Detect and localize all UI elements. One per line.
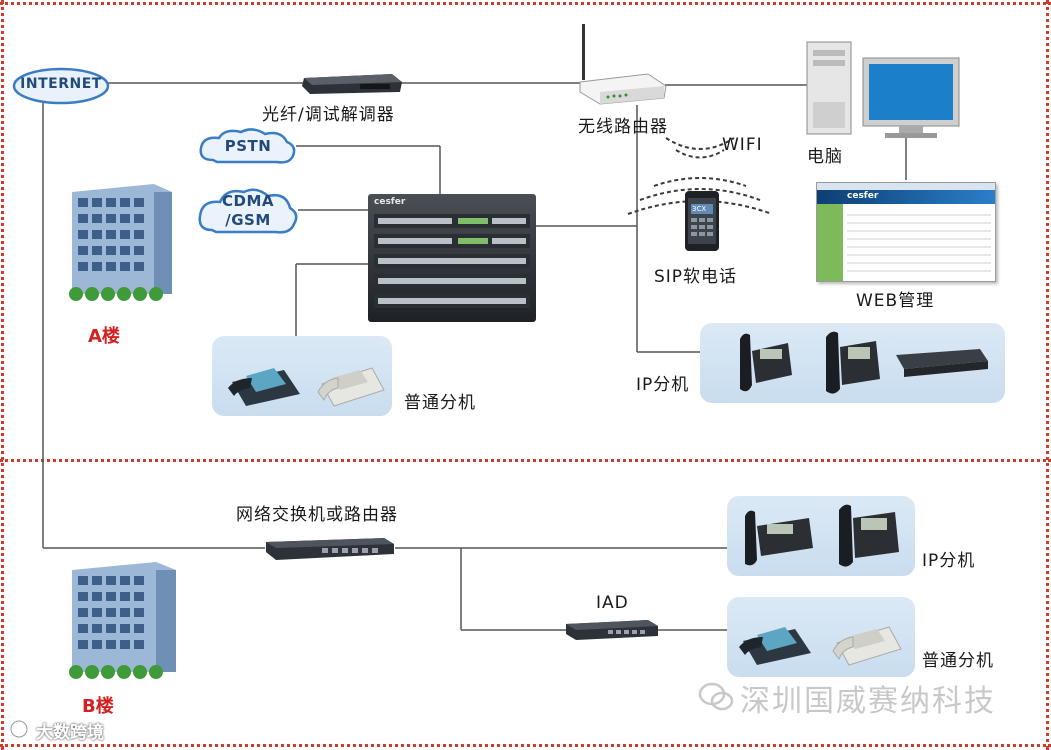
corner-logo-text: 大数跨境 <box>36 723 104 743</box>
frame-top-border <box>0 2 1051 5</box>
switch-icon <box>266 538 394 560</box>
ip-phone-icon <box>745 504 899 567</box>
iad-label: IAD <box>596 593 629 613</box>
modem-label: 光纤/调试解调器 <box>262 105 395 125</box>
pstn-label: PSTN <box>224 137 272 155</box>
web-admin-brand: cesfer <box>847 191 879 201</box>
pbx-brand: cesfer <box>374 197 406 207</box>
building-separator <box>0 459 1051 462</box>
corner-logo-icon <box>8 718 32 740</box>
building-a <box>66 182 174 306</box>
web-admin-screenshot: cesfer <box>816 182 996 282</box>
modem-device <box>300 72 404 96</box>
frame-left-border <box>1 0 4 750</box>
smartphone-icon <box>685 191 719 251</box>
internet-cloud: INTERNET <box>12 66 110 106</box>
iad-icon <box>566 620 658 640</box>
frame-bottom-border <box>0 744 1051 747</box>
analog-ext-a-label: 普通分机 <box>404 393 476 413</box>
modem-icon <box>302 74 402 94</box>
ip-ext-a-label: IP分机 <box>636 375 690 395</box>
sip-phone-device: 3CX <box>684 190 720 252</box>
wireless-router-device <box>578 22 668 106</box>
pbx-chassis: cesfer <box>368 194 536 322</box>
building-b-label: B楼 <box>82 696 114 717</box>
wifi-label: WIFI <box>722 135 763 155</box>
building-b <box>66 560 178 684</box>
switch-device <box>264 536 396 562</box>
computer-icon <box>806 41 960 138</box>
sip-phone-label: SIP软电话 <box>654 267 738 287</box>
cdma-cloud: CDMA /GSM <box>196 186 300 238</box>
ip-phone-icon <box>740 331 988 394</box>
softphone-logo: 3CX <box>692 205 707 213</box>
building-a-label: A楼 <box>88 326 120 347</box>
analog-ext-b-label: 普通分机 <box>922 651 994 671</box>
cloud-icon <box>198 188 298 234</box>
router-icon <box>579 24 667 105</box>
ip-ext-panel-a <box>700 323 1005 403</box>
wireless-router-label: 无线路由器 <box>578 117 668 137</box>
internet-label: INTERNET <box>20 76 102 92</box>
analog-ext-panel-a <box>212 336 392 416</box>
web-admin-label: WEB管理 <box>856 291 935 311</box>
iad-device <box>564 618 660 642</box>
pc-device <box>805 40 965 140</box>
wechat-icon <box>698 682 734 712</box>
analog-ext-panel-b <box>727 597 915 677</box>
pstn-cloud: PSTN <box>197 126 299 168</box>
watermark-text: 深圳国威赛纳科技 <box>740 684 996 719</box>
ip-ext-panel-b <box>727 496 915 576</box>
cloud-icon <box>199 128 296 164</box>
pbx-ports <box>374 214 530 308</box>
analog-phone-icon <box>228 367 385 407</box>
building-icon <box>69 562 176 679</box>
switch-router-label: 网络交换机或路由器 <box>236 505 398 525</box>
cdma-label: CDMA /GSM <box>222 192 274 229</box>
analog-phone-icon <box>739 626 902 666</box>
ip-ext-b-label: IP分机 <box>922 551 976 571</box>
cloud-icon <box>12 67 110 105</box>
frame-right-border <box>1046 0 1049 750</box>
building-icon <box>69 184 172 301</box>
pc-label: 电脑 <box>807 147 843 167</box>
